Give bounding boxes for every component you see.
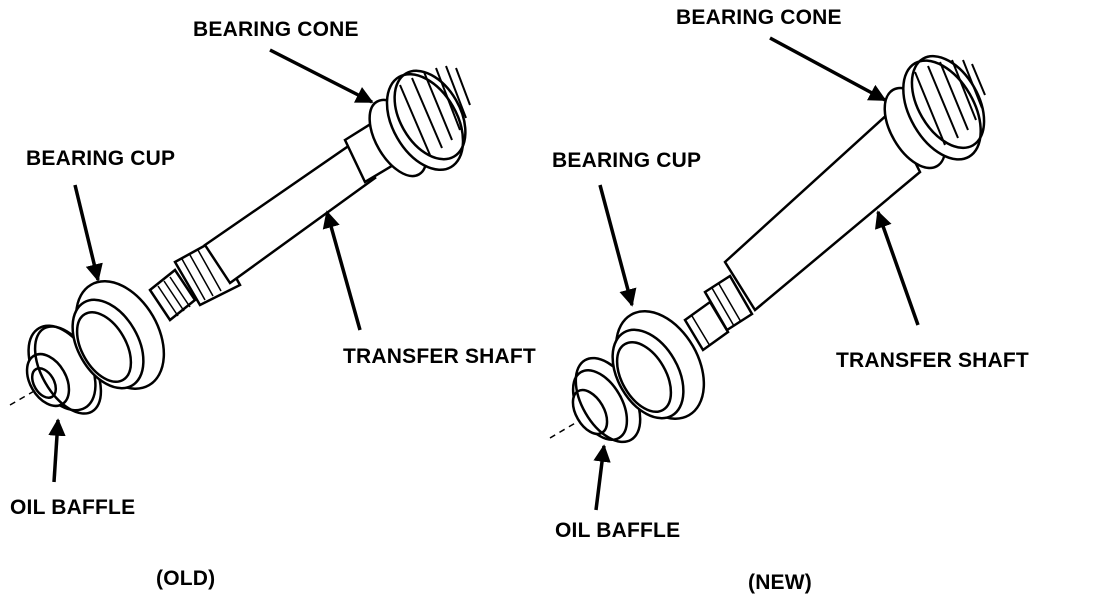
- old-caption: (OLD): [156, 567, 216, 590]
- new-label-bearing-cone: BEARING CONE: [676, 6, 842, 29]
- old-arrow-bearing-cone: [269, 48, 374, 104]
- old-label-bearing-cup: BEARING CUP: [26, 147, 176, 170]
- new-caption: (NEW): [748, 571, 812, 594]
- new-label-transfer-shaft: TRANSFER SHAFT: [836, 349, 1029, 372]
- old-label-bearing-cone: BEARING CONE: [193, 18, 359, 41]
- old-arrow-bearing-cup: [73, 184, 103, 282]
- new-bearing-cone-gear: [883, 54, 986, 170]
- new-transfer-shaft: [683, 109, 922, 352]
- old-arrows: [48, 48, 374, 483]
- old-assembly: [9, 65, 471, 415]
- new-arrow-bearing-cone: [769, 36, 887, 102]
- new-bearing-cup: [611, 310, 706, 420]
- old-bearing-cup: [71, 280, 166, 390]
- old-transfer-shaft: [148, 113, 407, 322]
- new-arrow-transfer-shaft: [875, 210, 920, 326]
- old-arrow-oil-baffle: [48, 418, 66, 483]
- new-arrows: [593, 36, 920, 511]
- new-label-bearing-cup: BEARING CUP: [552, 149, 702, 172]
- old-bearing-cone-gear: [368, 65, 471, 178]
- new-assembly: [549, 54, 986, 444]
- new-label-oil-baffle: OIL BAFFLE: [555, 519, 681, 542]
- old-label-oil-baffle: OIL BAFFLE: [10, 496, 136, 519]
- new-oil-baffle: [571, 369, 629, 441]
- new-arrow-oil-baffle: [593, 444, 611, 511]
- new-arrow-bearing-cup: [598, 184, 637, 307]
- old-arrow-transfer-shaft: [322, 210, 362, 331]
- old-label-transfer-shaft: TRANSFER SHAFT: [343, 345, 536, 368]
